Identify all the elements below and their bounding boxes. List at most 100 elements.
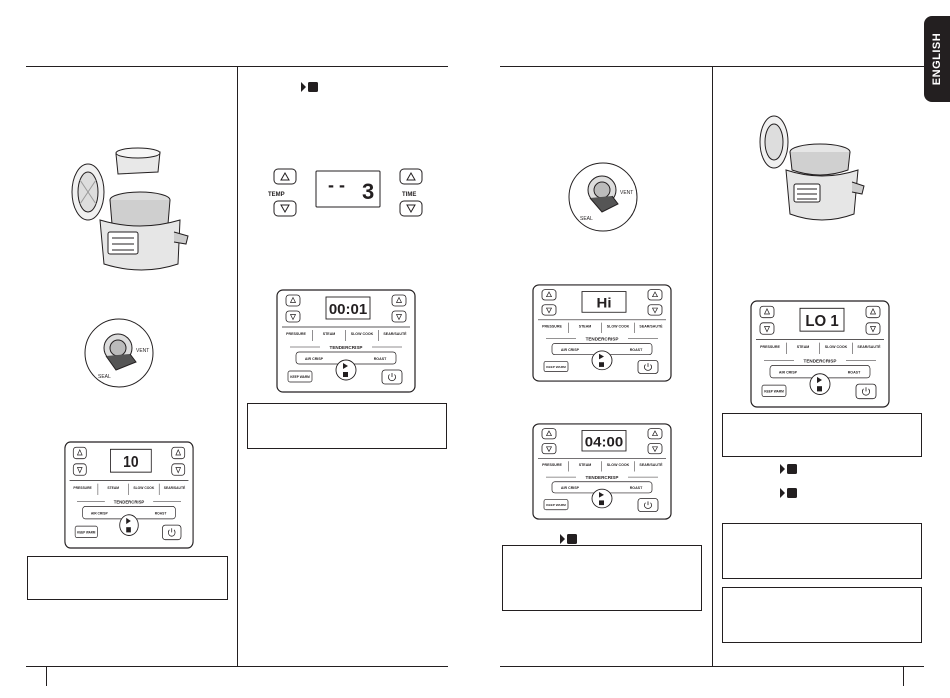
tendercrisp-label: TENDERCRISP: [804, 358, 837, 363]
down-arrow-icon: [651, 446, 659, 453]
function-slow-cook-label[interactable]: SLOW COOK: [825, 345, 848, 349]
up-arrow-icon: [545, 430, 553, 436]
time-up-button[interactable]: [865, 305, 881, 319]
function-steam-label[interactable]: STEAM: [107, 486, 119, 490]
tendercrisp-label: TENDERCRISP: [114, 499, 145, 504]
keep-warm-button[interactable]: [543, 499, 569, 511]
time-down-button[interactable]: [399, 200, 423, 217]
column-divider-right: [712, 66, 713, 666]
time-down-button[interactable]: [171, 463, 186, 476]
time-up-button[interactable]: [647, 428, 663, 440]
function-pressure-label[interactable]: PRESSURE: [542, 463, 562, 467]
function-air-crisp-label[interactable]: AIR CRISP: [779, 371, 798, 375]
power-button[interactable]: [637, 498, 659, 512]
function-steam-label[interactable]: STEAM: [797, 345, 810, 349]
temp-down-button[interactable]: [541, 443, 557, 455]
power-button[interactable]: [162, 524, 182, 541]
function-air-crisp-label[interactable]: AIR CRISP: [561, 348, 580, 352]
function-air-crisp-label[interactable]: AIR CRISP: [91, 512, 108, 516]
tendercrisp-label: TENDERCRISP: [330, 345, 363, 350]
function-sear-saute-label[interactable]: SEAR/SAUTÉ: [639, 462, 663, 467]
function-air-crisp-label[interactable]: AIR CRISP: [561, 486, 580, 490]
down-arrow-icon: [651, 307, 659, 314]
play-stop-icon: [560, 534, 577, 544]
temp-down-button[interactable]: [285, 310, 301, 323]
bottom-rule-left: [26, 666, 448, 667]
lcd-readout: LO 1: [805, 313, 839, 330]
time-down-button[interactable]: [647, 443, 663, 455]
function-pressure-label[interactable]: PRESSURE: [286, 332, 306, 336]
temp-down-button[interactable]: [273, 200, 297, 217]
function-roast-label[interactable]: ROAST: [630, 348, 643, 352]
time-down-button[interactable]: [647, 304, 663, 316]
temp-up-button[interactable]: [72, 446, 87, 460]
time-up-button[interactable]: [171, 446, 186, 460]
time-up-button[interactable]: [391, 294, 407, 307]
pressure-release-valve-illustration: SEAL VENT: [568, 162, 638, 232]
function-steam-label[interactable]: STEAM: [579, 324, 592, 328]
time-up-button[interactable]: [399, 168, 423, 185]
temp-up-button[interactable]: [541, 289, 557, 301]
up-arrow-icon: [651, 291, 659, 298]
up-arrow-icon: [280, 171, 290, 181]
note-box: [27, 556, 228, 600]
function-steam-label[interactable]: STEAM: [323, 332, 336, 336]
down-arrow-icon: [406, 204, 416, 214]
play-icon: [817, 376, 822, 384]
time-down-button[interactable]: [391, 310, 407, 323]
function-slow-cook-label[interactable]: SLOW COOK: [607, 324, 630, 328]
tendercrisp-label: TENDERCRISP: [586, 475, 619, 480]
play-icon: [599, 492, 604, 498]
function-roast-label[interactable]: ROAST: [155, 512, 167, 516]
down-arrow-icon: [289, 314, 297, 321]
function-air-crisp-label[interactable]: AIR CRISP: [305, 357, 324, 361]
function-slow-cook-label[interactable]: SLOW COOK: [133, 486, 154, 490]
lcd-readout: 10: [123, 454, 138, 471]
temp-label: TEMP: [268, 192, 285, 198]
temp-up-button[interactable]: [285, 294, 301, 307]
function-pressure-label[interactable]: PRESSURE: [73, 486, 92, 490]
start-stop-button[interactable]: [119, 514, 139, 536]
function-roast-label[interactable]: ROAST: [848, 371, 861, 375]
function-slow-cook-label[interactable]: SLOW COOK: [351, 332, 374, 336]
down-arrow-icon: [545, 446, 553, 453]
temp-down-button[interactable]: [72, 463, 87, 476]
function-sear-saute-label[interactable]: SEAR/SAUTÉ: [164, 485, 186, 490]
start-stop-button[interactable]: [809, 373, 831, 395]
function-sear-saute-label[interactable]: SEAR/SAUTÉ: [857, 344, 881, 349]
lcd-screen: [315, 170, 381, 208]
keep-warm-button[interactable]: [287, 370, 313, 383]
function-roast-label[interactable]: ROAST: [374, 357, 387, 361]
start-stop-button[interactable]: [591, 488, 613, 509]
function-pressure-label[interactable]: PRESSURE: [760, 345, 780, 349]
keep-warm-button[interactable]: [543, 360, 569, 372]
time-up-button[interactable]: [647, 289, 663, 301]
temp-up-button[interactable]: [273, 168, 297, 185]
note-box: [722, 587, 922, 643]
start-stop-button[interactable]: [591, 350, 613, 371]
function-pressure-label[interactable]: PRESSURE: [542, 324, 562, 328]
function-sear-saute-label[interactable]: SEAR/SAUTÉ: [383, 331, 407, 336]
temp-down-button[interactable]: [541, 304, 557, 316]
function-roast-label[interactable]: ROAST: [630, 486, 643, 490]
start-stop-button[interactable]: [335, 359, 357, 381]
temp-up-button[interactable]: [541, 428, 557, 440]
lcd-dashes: - -: [328, 175, 345, 195]
lcd-readout: 00:01: [329, 301, 367, 318]
power-icon: [644, 363, 652, 371]
panel-frame: [64, 441, 194, 549]
stop-icon: [817, 386, 822, 392]
temp-up-button[interactable]: [759, 305, 775, 319]
keep-warm-button[interactable]: [761, 384, 787, 397]
note-box: [722, 523, 922, 579]
time-down-button[interactable]: [865, 322, 881, 335]
temp-down-button[interactable]: [759, 322, 775, 335]
function-slow-cook-label[interactable]: SLOW COOK: [607, 463, 630, 467]
play-stop-icon: [780, 464, 797, 474]
function-sear-saute-label[interactable]: SEAR/SAUTÉ: [639, 323, 663, 328]
keep-warm-button[interactable]: [74, 525, 98, 538]
panel-frame: [276, 289, 416, 393]
play-icon: [126, 517, 131, 525]
function-steam-label[interactable]: STEAM: [579, 463, 592, 467]
